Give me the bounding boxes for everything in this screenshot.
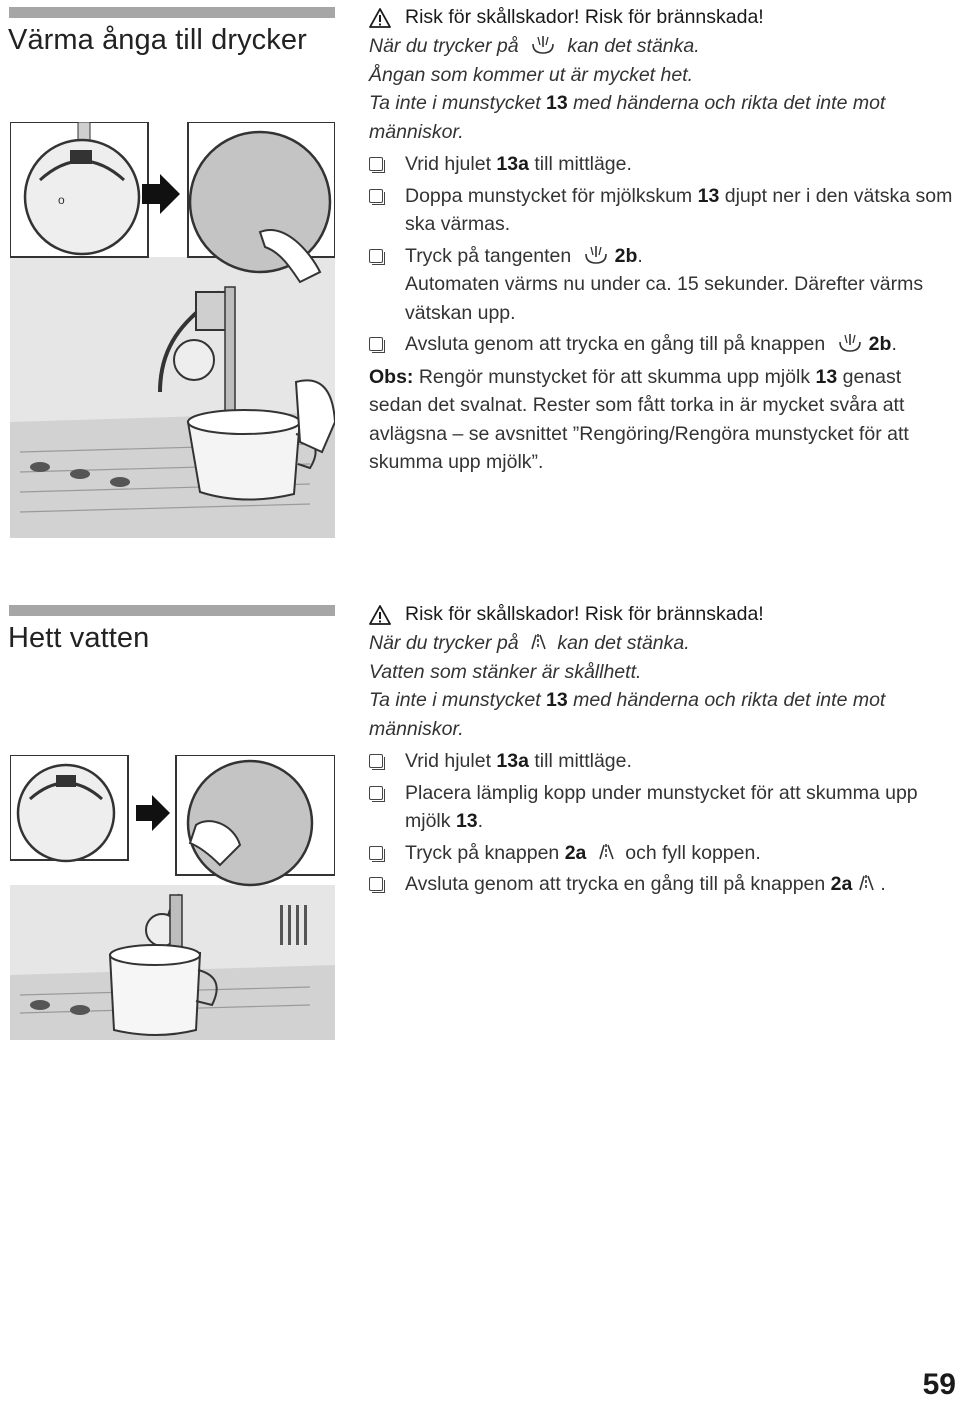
warning-text: När du trycker på [369, 632, 519, 654]
warning-line: När du trycker på kan det stänka. [369, 629, 957, 658]
checkbox-bullet-icon [369, 845, 385, 862]
section-title: Hett vatten [8, 622, 150, 654]
section-steam: Värma ånga till drycker o [0, 0, 960, 560]
warning-text: När du trycker på [369, 35, 519, 57]
checkbox-bullet-icon [369, 188, 385, 205]
step-text: till mittläge. [534, 153, 632, 175]
step-text: Vrid hjulet [405, 153, 491, 175]
warning-triangle-icon [369, 604, 391, 625]
checkbox-bullet-icon [369, 877, 385, 893]
list-item: Avsluta genom att trycka en gång till på… [369, 870, 957, 899]
warning-line: Vatten som stänker är skållhett. [369, 660, 642, 683]
part-number: 13 [815, 365, 838, 388]
checkbox-bullet-icon [369, 754, 385, 770]
part-number: 13 [546, 92, 568, 114]
list-item: Avsluta genom att trycka en gång till på… [369, 330, 957, 359]
section-rule [9, 605, 335, 616]
checkbox-bullet-icon [369, 157, 385, 173]
steam-icon [584, 245, 607, 264]
part-number: 13 [697, 184, 720, 207]
warning-title: Risk för skållskador! Risk för brännskad… [405, 6, 764, 29]
part-number: 2a [564, 841, 587, 864]
warning-text: kan det stänka. [567, 35, 700, 57]
step-text: . [637, 244, 643, 267]
step-list: Vrid hjulet 13a till mittläge. Placera l… [369, 747, 957, 899]
step-text: djupt ner i den vätska som ska värmas. [405, 184, 953, 236]
steam-icon [532, 36, 554, 54]
part-number: 2a [830, 873, 853, 895]
note-text: genast sedan det svalnat. Rester som fåt… [369, 365, 909, 474]
part-number: 2b [614, 244, 638, 267]
part-number: 13a [496, 750, 529, 772]
section-rule [9, 7, 335, 18]
step-text: Doppa munstycket för mjölkskum [405, 184, 693, 207]
hot-water-icon [599, 843, 614, 859]
list-item: Vrid hjulet 13a till mittläge. [369, 150, 957, 179]
step-text: . [891, 333, 897, 355]
note-paragraph: Obs: Rengör munstycket för att skumma up… [369, 363, 957, 477]
step-text: Placera lämplig kopp under munstycket fö… [405, 781, 918, 833]
list-item: Doppa munstycket för mjölkskum 13 djupt … [369, 182, 957, 239]
step-text: Vrid hjulet [405, 750, 491, 772]
step-text: . [880, 873, 886, 895]
steam-illustration: o [10, 122, 335, 538]
page-number: 59 [922, 1368, 956, 1401]
checkbox-bullet-icon [369, 337, 385, 353]
warning-triangle-icon [369, 7, 391, 28]
steam-instructions: Risk för skållskador! Risk för brännskad… [369, 3, 957, 477]
warning-text: Ta inte i munstycket [369, 689, 541, 711]
svg-text:o: o [58, 193, 65, 207]
step-text: Avsluta genom att trycka en gång till på… [405, 333, 826, 355]
part-number: 13 [455, 810, 478, 832]
checkbox-bullet-icon [369, 785, 385, 802]
step-text: till mittläge. [534, 750, 632, 772]
hot-water-icon [859, 875, 875, 891]
part-number: 13 [546, 689, 568, 711]
part-number: 13a [496, 153, 529, 175]
warning-text: med händerna och rikta det inte mot männ… [369, 689, 886, 740]
note-text: Rengör munstycket för att skumma upp mjö… [418, 365, 811, 388]
step-text: och fyll koppen. [625, 841, 761, 864]
section-hot-water: Hett vatten [0, 600, 960, 1160]
list-item: Placera lämplig kopp under munstycket fö… [369, 779, 957, 836]
warning-line: Ta inte i munstycket 13 med händerna och… [369, 89, 957, 146]
checkbox-bullet-icon [369, 248, 385, 265]
hot-water-icon [531, 634, 546, 650]
step-text: Tryck på knappen [405, 841, 560, 864]
list-item: Tryck på tangenten 2b. Automaten värms n… [369, 242, 957, 328]
warning-text: kan det stänka. [557, 632, 690, 654]
note-label: Obs: [369, 365, 414, 388]
warning-heading: Risk för skållskador! Risk för brännskad… [369, 600, 957, 629]
section-title: Värma ånga till drycker [8, 24, 307, 56]
list-item: Tryck på knappen 2a och fyll koppen. [369, 839, 957, 868]
list-item: Vrid hjulet 13a till mittläge. [369, 747, 957, 776]
warning-line: När du trycker på kan det stänka. [369, 32, 957, 61]
warning-text: med händerna och rikta det inte mot männ… [369, 92, 886, 143]
step-detail: Automaten värms nu under ca. 15 sekunder… [405, 273, 924, 324]
step-list: Vrid hjulet 13a till mittläge. Doppa mun… [369, 150, 957, 359]
hot-water-illustration [10, 755, 335, 1040]
warning-line: Ångan som kommer ut är mycket het. [369, 63, 694, 86]
warning-line: Ta inte i munstycket 13 med händerna och… [369, 686, 957, 743]
warning-text: Ta inte i munstycket [369, 92, 541, 114]
step-text: Avsluta genom att trycka en gång till på… [405, 873, 826, 895]
part-number: 2b [868, 333, 892, 355]
step-text: . [477, 810, 484, 832]
warning-title: Risk för skållskador! Risk för brännskad… [405, 603, 764, 626]
warning-heading: Risk för skållskador! Risk för brännskad… [369, 3, 957, 32]
hot-water-instructions: Risk för skållskador! Risk för brännskad… [369, 600, 957, 899]
steam-icon [838, 334, 861, 352]
step-text: Tryck på tangenten [405, 244, 572, 267]
